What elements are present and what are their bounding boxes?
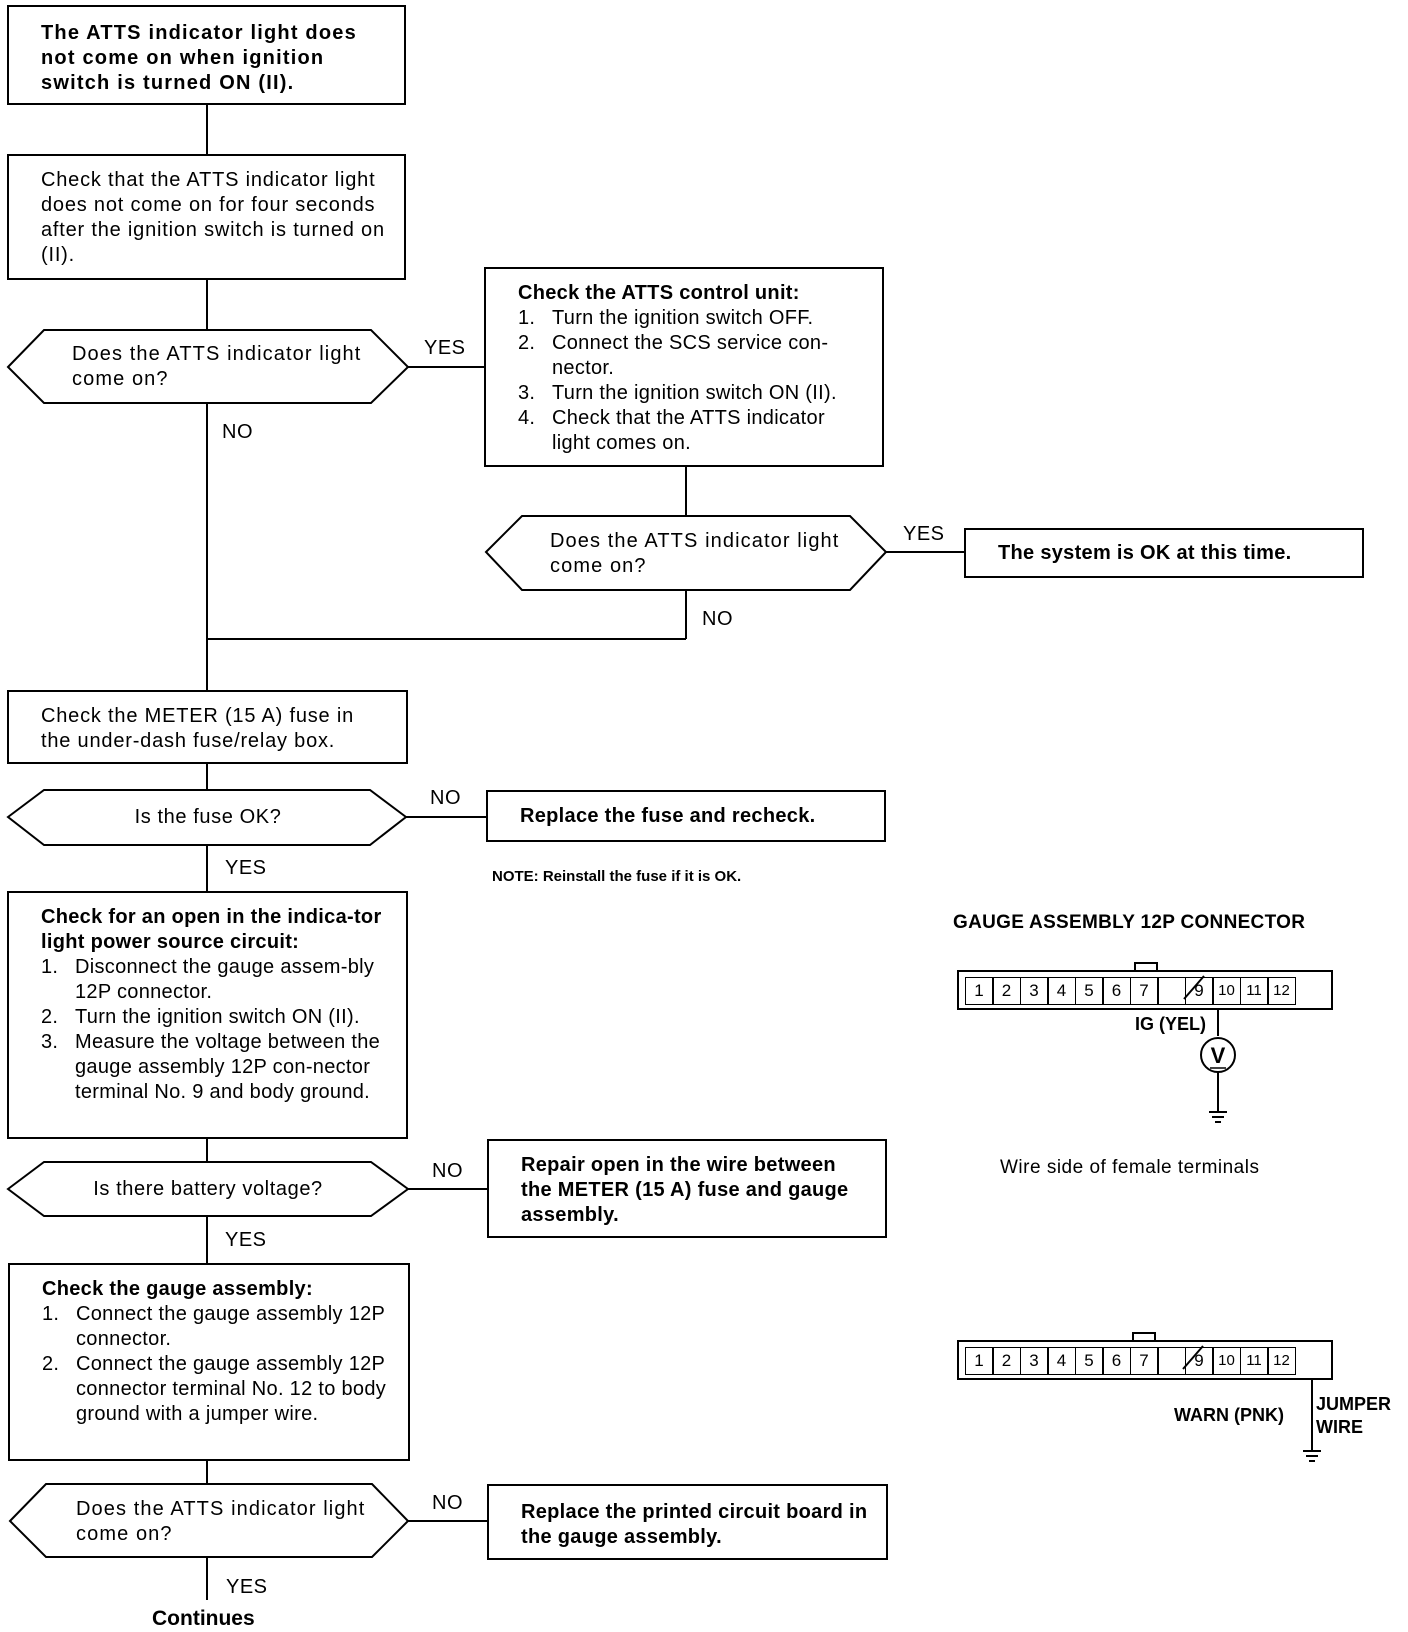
no-label-1: NO — [222, 421, 253, 443]
gauge-check-box: Check the gauge assembly: 1.Connect the … — [8, 1263, 410, 1461]
terminal-cell: 6 — [1102, 1347, 1131, 1375]
decision-fuse-text: Is the fuse OK? — [134, 806, 282, 828]
check-four-seconds-box: Check that the ATTS indicator light does… — [7, 154, 406, 280]
control-unit-steps: 1.Turn the ignition switch OFF. 2.Connec… — [518, 306, 868, 456]
replace-fuse-box: Replace the fuse and recheck. — [486, 790, 886, 842]
power-source-step: 3.Measure the voltage between the gauge … — [41, 1031, 381, 1103]
terminal-cell: 3 — [1019, 1347, 1049, 1375]
decision-shape-light-3 — [8, 1483, 410, 1558]
terminal-cell: 10 — [1212, 1347, 1241, 1375]
decision-shape-fuse — [6, 789, 408, 846]
control-unit-step: 2.Connect the SCS service con-nector. — [518, 332, 829, 379]
terminal-cell: 11 — [1239, 977, 1269, 1005]
decision-shape-light-1 — [6, 329, 410, 404]
terminal-cell: 11 — [1239, 1347, 1269, 1375]
check-fuse-text: Check the METER (15 A) fuse in the under… — [41, 705, 355, 752]
replace-pcb-box: Replace the printed circuit board in the… — [487, 1484, 888, 1560]
gauge-check-step: 1.Connect the gauge assembly 12P connect… — [42, 1303, 385, 1350]
replace-fuse-text: Replace the fuse and recheck. — [520, 805, 816, 827]
system-ok-text: The system is OK at this time. — [998, 542, 1292, 564]
terminal-cell: 4 — [1047, 977, 1076, 1005]
terminal-cell: 12 — [1267, 1347, 1296, 1375]
fuse-note: NOTE: Reinstall the fuse if it is OK. — [492, 868, 742, 885]
connector-12p-voltage: 1 2 3 4 5 6 7 9 10 11 12 — [957, 970, 1333, 1010]
start-box: The ATTS indicator light does not come o… — [7, 5, 406, 105]
yes-label-2: YES — [903, 523, 945, 545]
warn-wire-label: WARN (PNK) — [1174, 1405, 1284, 1425]
terminal-cell: 4 — [1047, 1347, 1076, 1375]
power-source-step: 2.Turn the ignition switch ON (II). — [41, 1006, 360, 1028]
terminal-cell: 6 — [1102, 977, 1131, 1005]
check-four-seconds-text: Check that the ATTS indicator light does… — [41, 169, 385, 266]
decision-light-1-text: Does the ATTS indicator light come on? — [72, 343, 362, 390]
terminal-cell: 3 — [1019, 977, 1049, 1005]
terminal-cell-blank — [1157, 1347, 1186, 1375]
connector-terminals: 1 2 3 4 5 6 7 9 10 11 12 — [964, 977, 1296, 1005]
replace-pcb-text: Replace the printed circuit board in the… — [521, 1501, 868, 1548]
connector-12p-jumper: 1 2 3 4 5 6 7 9 10 11 12 — [957, 1340, 1333, 1380]
decision-light-3-text: Does the ATTS indicator light come on? — [76, 1498, 366, 1545]
control-unit-step: 1.Turn the ignition switch OFF. — [518, 307, 814, 329]
terminal-cell: 5 — [1074, 977, 1104, 1005]
control-unit-step: 3.Turn the ignition switch ON (II). — [518, 382, 837, 404]
voltmeter-symbol: V — [1211, 1043, 1226, 1068]
repair-open-box: Repair open in the wire between the METE… — [487, 1139, 887, 1238]
check-fuse-box: Check the METER (15 A) fuse in the under… — [7, 690, 408, 764]
control-unit-step: 4.Check that the ATTS indicator light co… — [518, 407, 825, 454]
power-source-step: 1.Disconnect the gauge assem-bly 12P con… — [41, 956, 375, 1003]
terminal-cell: 2 — [992, 977, 1021, 1005]
no-label-3: NO — [432, 1492, 463, 1514]
terminal-cell-blank — [1157, 977, 1186, 1005]
control-unit-box: Check the ATTS control unit: 1.Turn the … — [484, 267, 884, 467]
terminal-cell: 7 — [1129, 1347, 1159, 1375]
terminal-cell: 7 — [1129, 977, 1159, 1005]
yes-label-1: YES — [424, 337, 466, 359]
gauge-check-step: 2.Connect the gauge assembly 12P connect… — [42, 1353, 387, 1425]
terminal-cell: 9 — [1184, 1347, 1214, 1375]
decision-shape-light-2 — [484, 515, 888, 591]
connector-terminals: 1 2 3 4 5 6 7 9 10 11 12 — [964, 1347, 1296, 1375]
connector-latch — [1132, 1332, 1156, 1342]
terminal-cell: 1 — [964, 1347, 994, 1375]
terminal-cell: 1 — [964, 977, 994, 1005]
power-source-title: Check for an open in the indica-tor ligh… — [41, 906, 382, 953]
no-label-battery: NO — [432, 1160, 463, 1182]
no-label-fuse: NO — [430, 787, 461, 809]
terminal-cell: 9 — [1184, 977, 1214, 1005]
gauge-check-title: Check the gauge assembly: — [42, 1278, 313, 1300]
yes-label-battery: YES — [225, 1229, 267, 1251]
yes-label-3: YES — [226, 1576, 268, 1598]
decision-light-2-text: Does the ATTS indicator light come on? — [550, 530, 840, 577]
decision-battery-text: Is there battery voltage? — [93, 1178, 323, 1200]
terminal-cell: 5 — [1074, 1347, 1104, 1375]
yes-label-fuse: YES — [225, 857, 267, 879]
terminal-cell: 12 — [1267, 977, 1296, 1005]
system-ok-box: The system is OK at this time. — [964, 528, 1364, 578]
wire-side-caption: Wire side of female terminals — [1000, 1157, 1260, 1178]
jumper-wire-label: JUMPER WIRE — [1316, 1394, 1392, 1437]
repair-open-text: Repair open in the wire between the METE… — [521, 1154, 849, 1226]
no-label-2: NO — [702, 608, 733, 630]
connector-latch — [1134, 962, 1158, 972]
gauge-check-steps: 1.Connect the gauge assembly 12P connect… — [10, 1302, 394, 1427]
terminal-cell: 2 — [992, 1347, 1021, 1375]
continues-label: Continues — [152, 1607, 255, 1630]
start-box-text: The ATTS indicator light does not come o… — [41, 22, 357, 94]
control-unit-title: Check the ATTS control unit: — [518, 282, 800, 304]
terminal-cell: 10 — [1212, 977, 1241, 1005]
decision-shape-battery — [6, 1161, 410, 1217]
power-source-steps: 1.Disconnect the gauge assem-bly 12P con… — [9, 955, 392, 1105]
connector-title: GAUGE ASSEMBLY 12P CONNECTOR — [953, 912, 1306, 933]
ig-wire-label: IG (YEL) — [1135, 1014, 1206, 1034]
power-source-box: Check for an open in the indica-tor ligh… — [7, 891, 408, 1139]
